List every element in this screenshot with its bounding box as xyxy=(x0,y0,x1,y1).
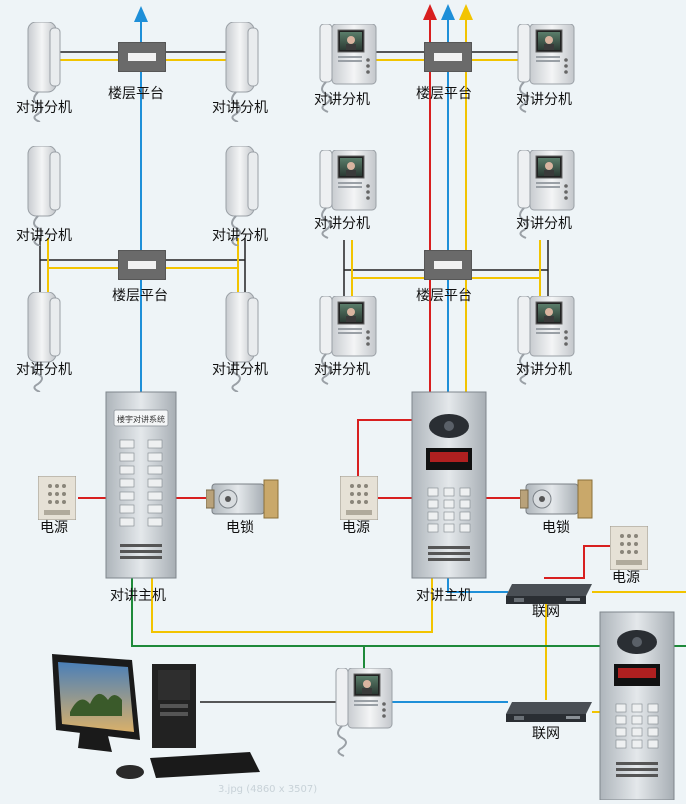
label-intercom-extension: 对讲分机 xyxy=(314,216,370,232)
label-intercom-extension: 对讲分机 xyxy=(16,100,72,116)
label-floor-platform: 楼层平台 xyxy=(108,86,164,102)
label-power-supply: 电源 xyxy=(612,570,640,586)
power-supply-unit xyxy=(340,476,378,520)
label-floor-platform: 楼层平台 xyxy=(416,288,472,304)
main-panel-title: 楼宇对讲系统 xyxy=(117,414,165,424)
intercom-main-panel-network xyxy=(599,611,675,801)
network-switch xyxy=(506,702,592,722)
floor-platform-box xyxy=(424,250,472,280)
label-intercom-extension: 对讲分机 xyxy=(516,216,572,232)
label-intercom-main: 对讲主机 xyxy=(110,588,166,604)
network-switch xyxy=(506,584,592,604)
intercom-main-panel-buttons: 楼宇对讲系统 xyxy=(105,391,177,579)
label-intercom-extension: 对讲分机 xyxy=(516,92,572,108)
label-floor-platform: 楼层平台 xyxy=(416,86,472,102)
power-supply-unit xyxy=(610,526,648,570)
floor-platform-box xyxy=(424,42,472,72)
power-supply-unit xyxy=(38,476,76,520)
label-electric-lock: 电锁 xyxy=(226,520,254,536)
label-power-supply: 电源 xyxy=(342,520,370,536)
label-network: 联网 xyxy=(532,726,560,742)
arrow-up-icon xyxy=(134,6,148,22)
floor-platform-box xyxy=(118,250,166,280)
management-computer xyxy=(52,654,260,779)
floor-platform-box xyxy=(118,42,166,72)
label-intercom-extension: 对讲分机 xyxy=(212,100,268,116)
label-intercom-extension: 对讲分机 xyxy=(212,228,268,244)
label-intercom-main: 对讲主机 xyxy=(416,588,472,604)
label-intercom-extension: 对讲分机 xyxy=(212,362,268,378)
intercom-main-panel-keypad xyxy=(411,391,487,579)
arrow-up-icon xyxy=(441,4,455,20)
label-intercom-extension: 对讲分机 xyxy=(16,362,72,378)
label-floor-platform: 楼层平台 xyxy=(112,288,168,304)
label-network: 联网 xyxy=(532,604,560,620)
label-power-supply: 电源 xyxy=(40,520,68,536)
arrow-up-icon xyxy=(459,4,473,20)
electric-lock-device xyxy=(206,479,279,519)
file-caption: 3.jpg (4860 x 3507) xyxy=(218,784,317,795)
arrow-up-icon xyxy=(423,4,437,20)
label-electric-lock: 电锁 xyxy=(542,520,570,536)
label-intercom-extension: 对讲分机 xyxy=(516,362,572,378)
label-intercom-extension: 对讲分机 xyxy=(16,228,72,244)
label-intercom-extension: 对讲分机 xyxy=(314,92,370,108)
label-intercom-extension: 对讲分机 xyxy=(314,362,370,378)
electric-lock-device xyxy=(520,479,593,519)
video-extension-phone xyxy=(335,668,393,757)
